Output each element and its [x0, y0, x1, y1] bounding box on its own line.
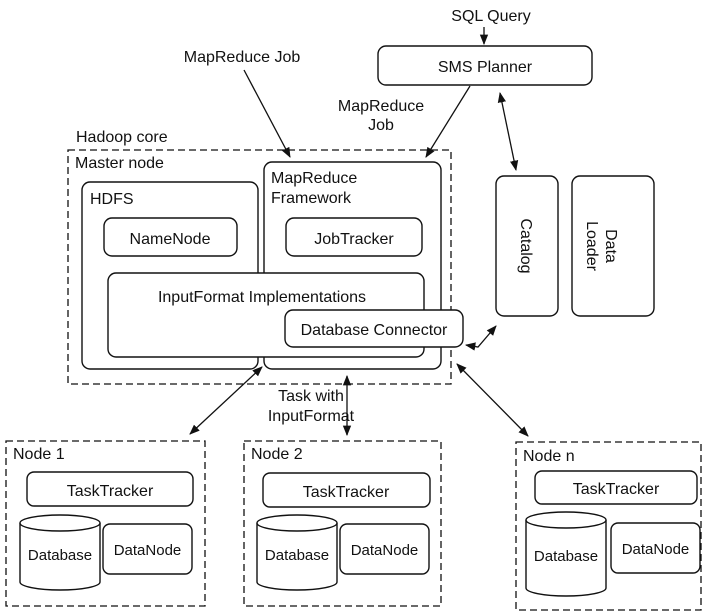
node-2-database-cylinder — [256, 523, 338, 591]
planner-catalog-arrow — [497, 91, 519, 172]
hadoop-core-label: Hadoop core — [76, 129, 168, 146]
node-2-database-label: Database — [265, 547, 329, 564]
node-2-tasktracker-label: TaskTracker — [303, 484, 390, 501]
node-1-tasktracker-box — [26, 471, 194, 507]
inputformat-implementations-label: InputFormat Implementations — [158, 289, 366, 306]
node-1-boundary — [5, 440, 206, 607]
node-n-datanode-box — [610, 522, 701, 574]
database-connector-box — [284, 309, 464, 348]
namenode-box — [103, 217, 238, 257]
mapreduce-framework-label-line2: Framework — [271, 190, 352, 207]
task-with-label-line1: Task with — [278, 388, 344, 405]
mapreduce-job-label-side-line1: MapReduce — [338, 98, 424, 115]
node-2-datanode-box — [339, 523, 430, 575]
node-2-tasktracker-box — [262, 472, 431, 508]
mapreduce-job-to-framework-arrow — [243, 69, 291, 158]
node-n-title: Node n — [523, 448, 575, 465]
task-with-label-line2: InputFormat — [268, 408, 355, 425]
jobtracker-box — [285, 217, 423, 257]
node-2-datanode-label: DataNode — [351, 542, 419, 559]
node-n-tasktracker-box — [534, 470, 698, 505]
catalog-label: Catalog — [517, 218, 534, 273]
mapreduce-framework-label-line1: MapReduce — [271, 170, 357, 187]
catalog-box — [495, 175, 559, 317]
node-1-database-cylinder — [19, 523, 101, 591]
master-noden-arrow — [456, 363, 529, 437]
node-n-datanode-label: DataNode — [622, 541, 690, 558]
connector-catalog-arrow — [464, 325, 497, 351]
node-2-boundary — [243, 440, 442, 607]
sms-planner-box — [377, 45, 593, 86]
node-1-datanode-label: DataNode — [114, 542, 182, 559]
node-1-database-label: Database — [28, 547, 92, 564]
namenode-label: NameNode — [130, 231, 211, 248]
planner-to-framework-arrow — [425, 85, 471, 158]
node-1-tasktracker-label: TaskTracker — [67, 483, 154, 500]
master-node-label: Master node — [75, 155, 164, 172]
data-loader-label-line2: Loader — [583, 221, 600, 271]
database-connector-label: Database Connector — [301, 322, 448, 339]
node-1-datanode-box — [102, 523, 193, 575]
node-n-tasktracker-label: TaskTracker — [573, 481, 660, 498]
data-loader-box — [571, 175, 655, 317]
node-2-title: Node 2 — [251, 446, 303, 463]
node-n-database-cylinder — [525, 520, 607, 597]
node-n-database-label: Database — [534, 548, 598, 565]
data-loader-label-line1: Data — [602, 229, 619, 263]
node-n-boundary — [515, 441, 702, 611]
node-n-database-cylinder-top — [525, 511, 607, 529]
node-1-database-cylinder-top — [19, 514, 101, 532]
mapreduce-job-label-side-line2: Job — [368, 117, 394, 134]
sms-planner-label: SMS Planner — [438, 59, 533, 76]
jobtracker-label: JobTracker — [314, 231, 394, 248]
hdfs-label: HDFS — [90, 191, 134, 208]
node-2-database-cylinder-top — [256, 514, 338, 532]
sql-query-label: SQL Query — [451, 8, 530, 25]
master-node1-arrow — [189, 366, 263, 435]
mapreduce-job-label-top: MapReduce Job — [184, 49, 301, 66]
node-1-title: Node 1 — [13, 446, 65, 463]
